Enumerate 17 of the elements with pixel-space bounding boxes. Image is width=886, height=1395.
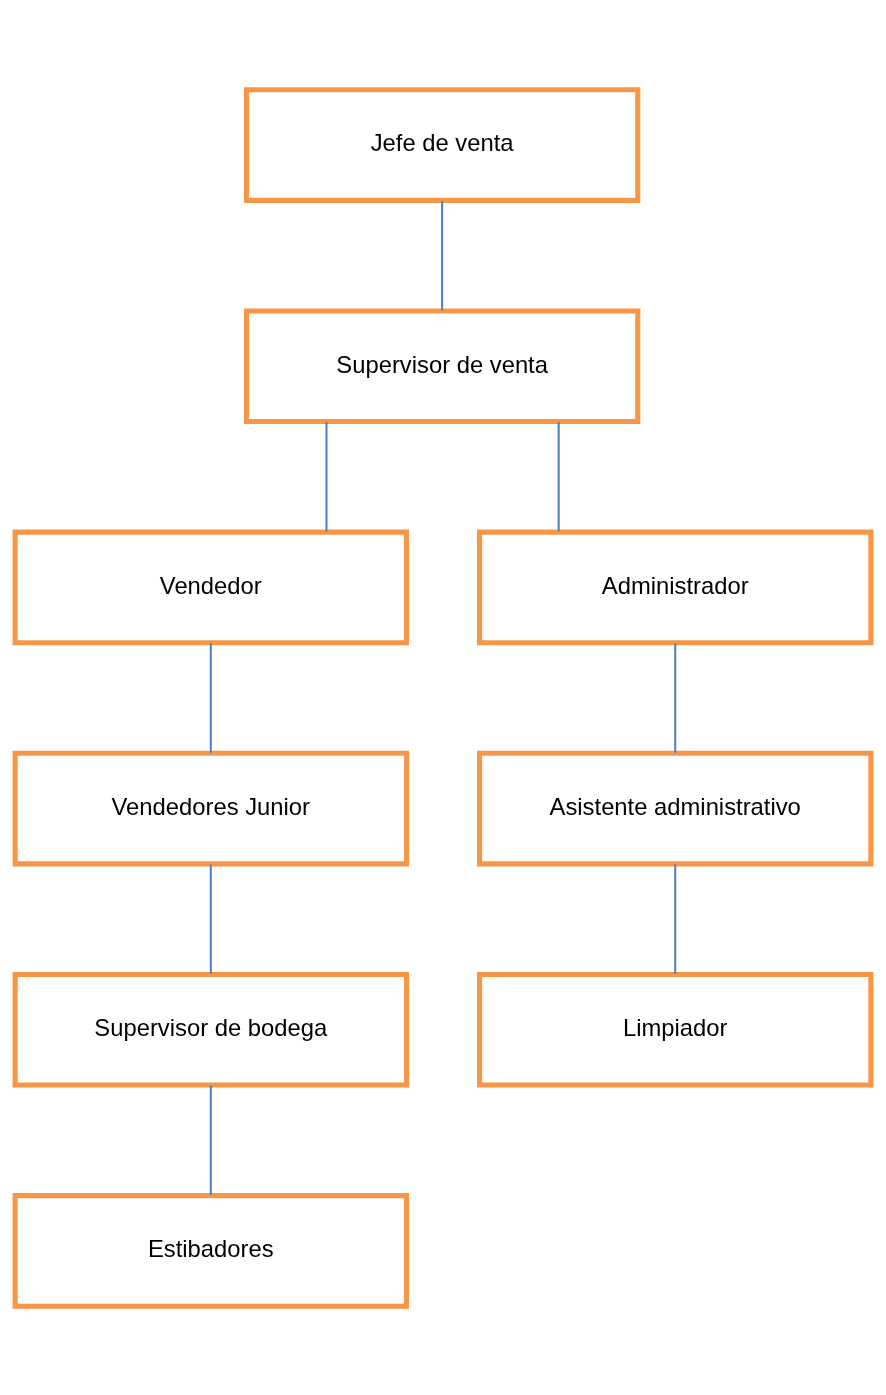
node-box: Vendedor: [12, 529, 409, 645]
node-box: Jefe de venta: [243, 86, 641, 203]
node-box: Supervisor de venta: [243, 307, 641, 424]
node-box: Estibadores: [12, 1192, 409, 1309]
connector: [209, 642, 212, 753]
node-box: Supervisor de bodega: [12, 971, 409, 1088]
connector: [441, 200, 444, 310]
connector: [325, 421, 328, 532]
connector: [674, 863, 677, 974]
connector: [674, 642, 677, 753]
node-box: Asistente administrativo: [477, 750, 874, 866]
node-box: Vendedores Junior: [12, 750, 409, 866]
connector: [557, 421, 560, 532]
node-box: Limpiador: [477, 971, 874, 1088]
node-box: Administrador: [477, 529, 874, 645]
connector: [209, 1085, 212, 1195]
connector: [209, 863, 212, 974]
